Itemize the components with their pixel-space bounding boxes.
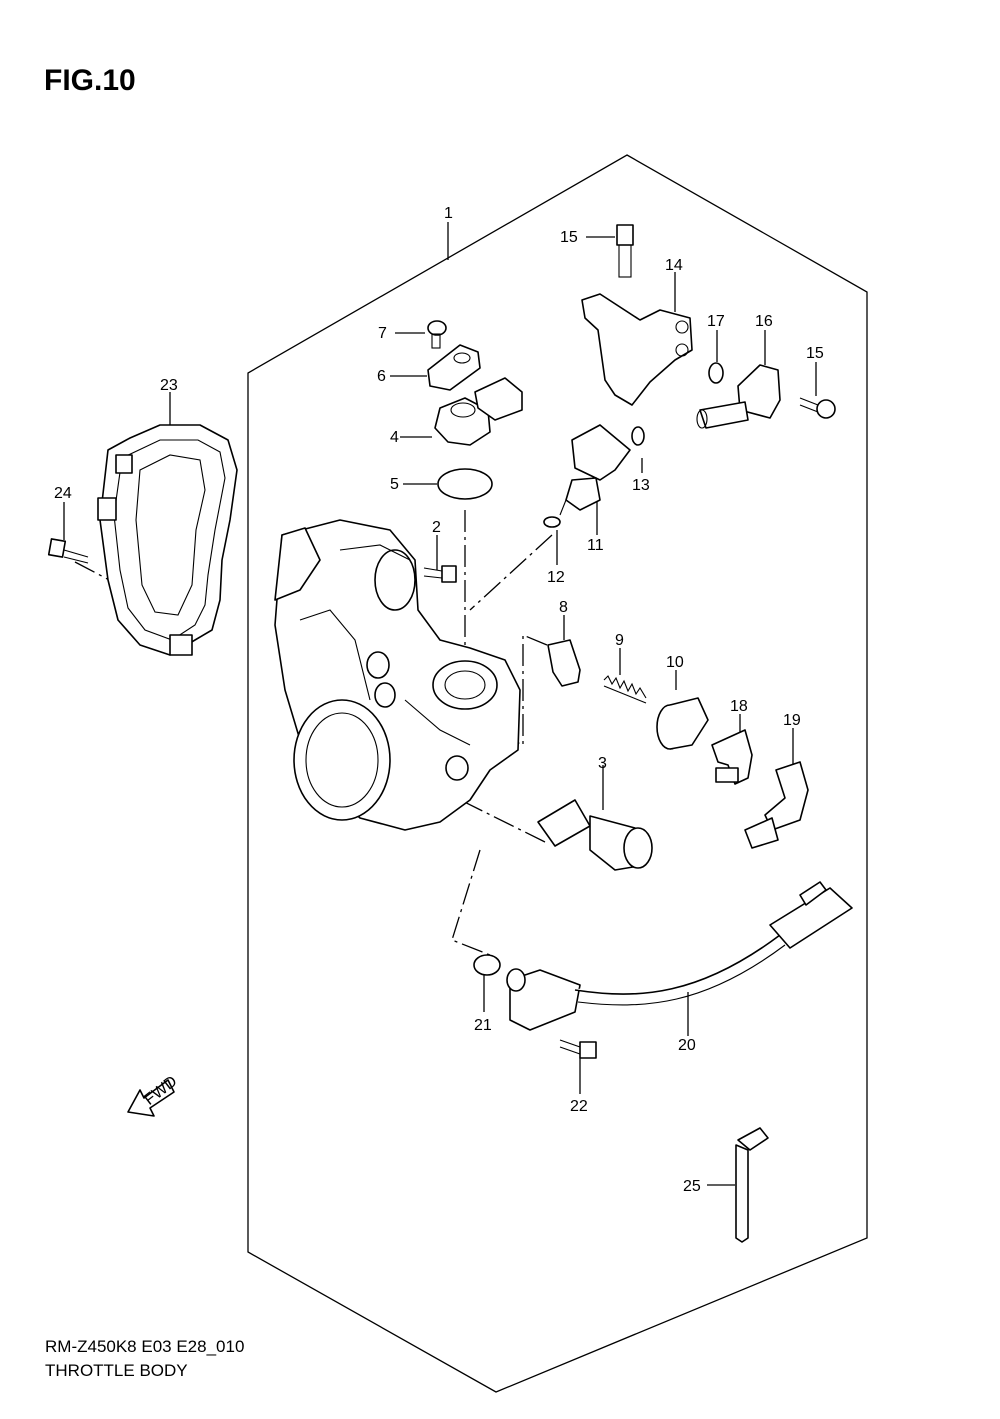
callout-14: 14: [665, 257, 683, 274]
callout-9: 9: [615, 632, 624, 649]
o-ring-17-part: [708, 362, 724, 384]
hose-19-part: [744, 761, 809, 849]
screw-22-part: [559, 1039, 597, 1059]
o-ring-5-part: [437, 468, 493, 500]
callout-15-top: 15: [560, 229, 578, 246]
leader-lines: [63, 222, 817, 1186]
callout-11: 11: [587, 537, 604, 554]
adjust-screw-3-part: [537, 799, 653, 871]
figure-title: FIG.10: [44, 64, 136, 97]
spring-9-part: [603, 675, 647, 704]
plunger-8-part: [547, 639, 581, 687]
callout-25: 25: [683, 1178, 701, 1195]
sensor-4-part: [434, 377, 523, 446]
hose-18-part: [711, 729, 753, 785]
callout-15-right: 15: [806, 345, 824, 362]
callout-6: 6: [377, 368, 386, 385]
o-ring-12-part: [543, 516, 561, 528]
bolt-24-part: [47, 538, 89, 564]
callout-19: 19: [783, 712, 801, 729]
injector-11-part: [559, 424, 631, 516]
sensor-20-part: [506, 881, 853, 1031]
callout-13: 13: [632, 477, 650, 494]
callout-3: 3: [598, 755, 607, 772]
callout-24: 24: [54, 485, 72, 502]
callout-7: 7: [378, 325, 387, 342]
throttle-body-part: [274, 519, 521, 831]
callout-20: 20: [678, 1037, 696, 1054]
callout-1: 1: [444, 205, 453, 222]
cable-tie-25-part: [735, 1127, 769, 1243]
fuel-pipe-14-part: [581, 293, 693, 406]
callout-21: 21: [474, 1017, 492, 1034]
screw-2-part: [423, 565, 457, 583]
o-ring-13-part: [631, 426, 645, 446]
bolt-15-top-part: [616, 224, 634, 278]
screw-7-part: [427, 320, 447, 349]
callout-8: 8: [559, 599, 568, 616]
callout-5: 5: [390, 476, 399, 493]
model-code: RM-Z450K8 E03 E28_010: [45, 1337, 244, 1356]
clamp-6-part: [427, 344, 481, 391]
bolt-15-right-part: [799, 397, 836, 419]
callout-16: 16: [755, 313, 773, 330]
knob-10-part: [656, 697, 709, 750]
callout-23: 23: [160, 377, 178, 394]
callout-22: 22: [570, 1098, 588, 1115]
callout-17: 17: [707, 313, 725, 330]
figure-caption: THROTTLE BODY: [45, 1361, 188, 1380]
o-ring-21-part: [473, 954, 501, 976]
cover-part: [97, 424, 238, 656]
callout-2: 2: [432, 519, 441, 536]
joint-16-part: [696, 364, 781, 429]
callout-4: 4: [390, 429, 399, 446]
callout-18: 18: [730, 698, 748, 715]
assembly-boundary: [247, 154, 868, 1393]
callout-12: 12: [547, 569, 565, 586]
fwd-arrow-icon: FWD: [127, 1073, 180, 1117]
callout-10: 10: [666, 654, 684, 671]
callout-labels: 1 15 14 7 6 17 16 15 23 4 5 13 24 2 11 1…: [54, 205, 824, 1195]
fwd-label: FWD: [141, 1073, 180, 1109]
